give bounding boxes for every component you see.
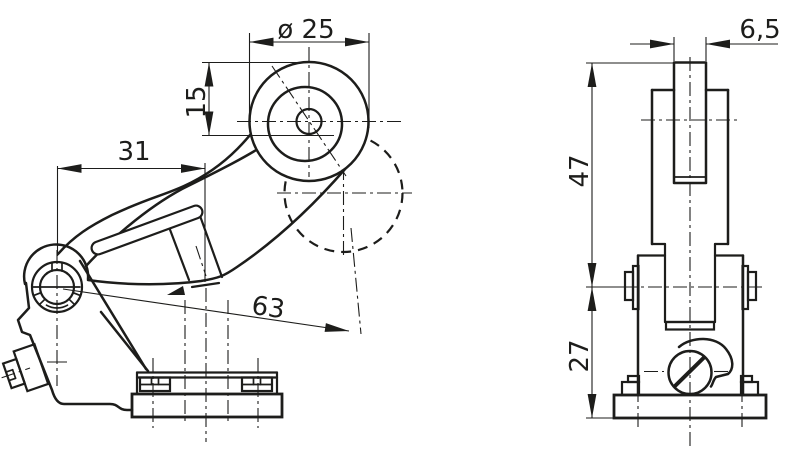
dimension-label-lever-length: 63 — [250, 291, 287, 325]
lever-eye — [266, 85, 344, 163]
body-front-edge-2 — [99, 310, 150, 373]
right-view: 6,5 47 27 — [565, 15, 781, 447]
dimension-upper-height: 47 — [565, 62, 674, 288]
dimension-roller-diameter: ø 25 — [248, 15, 370, 128]
left-view: ø 25 15 31 63 — [1, 15, 412, 442]
dimension-pivot-to-plunger: 31 — [56, 137, 206, 282]
dimension-lever-length: 63 — [62, 288, 350, 332]
dimension-lower-height: 27 — [565, 287, 616, 419]
cam-lobe — [677, 337, 734, 388]
switch-body — [1, 208, 284, 442]
dimension-roller-width: 6,5 — [630, 15, 781, 61]
screw-slot — [673, 355, 706, 388]
dimension-label-upper-height: 47 — [565, 154, 595, 187]
mounting-screw-left — [138, 376, 172, 393]
dimension-label-roller-offset: 15 — [182, 85, 212, 118]
clamp-screw-head — [644, 337, 734, 396]
dimension-label-pivot-to-plunger: 31 — [117, 137, 150, 167]
phantom-center-tilted — [350, 227, 362, 335]
plunger-center-line — [195, 245, 207, 277]
lever-boss — [22, 243, 90, 286]
mounting-screw-right — [240, 376, 274, 393]
body-front-edge — [78, 259, 148, 371]
head-body-front — [598, 57, 768, 447]
roller-center-diagonal — [271, 65, 347, 177]
fork-slot-bottom — [664, 320, 716, 331]
dimension-label-lower-height: 27 — [565, 339, 595, 372]
lever-lower-edge — [86, 166, 348, 286]
base-plate — [130, 392, 284, 419]
lever-upper-edge — [56, 99, 278, 256]
roller — [237, 47, 403, 183]
roller-lever-arm — [22, 99, 348, 286]
dimension-roller-offset: 15 — [182, 61, 334, 137]
pivot-clamp-screw — [30, 260, 84, 314]
plunger-tip — [167, 286, 185, 295]
dimension-label-roller-diameter: ø 25 — [277, 15, 334, 45]
dimension-label-roller-width: 6,5 — [739, 15, 780, 45]
terminal-block — [1, 342, 50, 393]
